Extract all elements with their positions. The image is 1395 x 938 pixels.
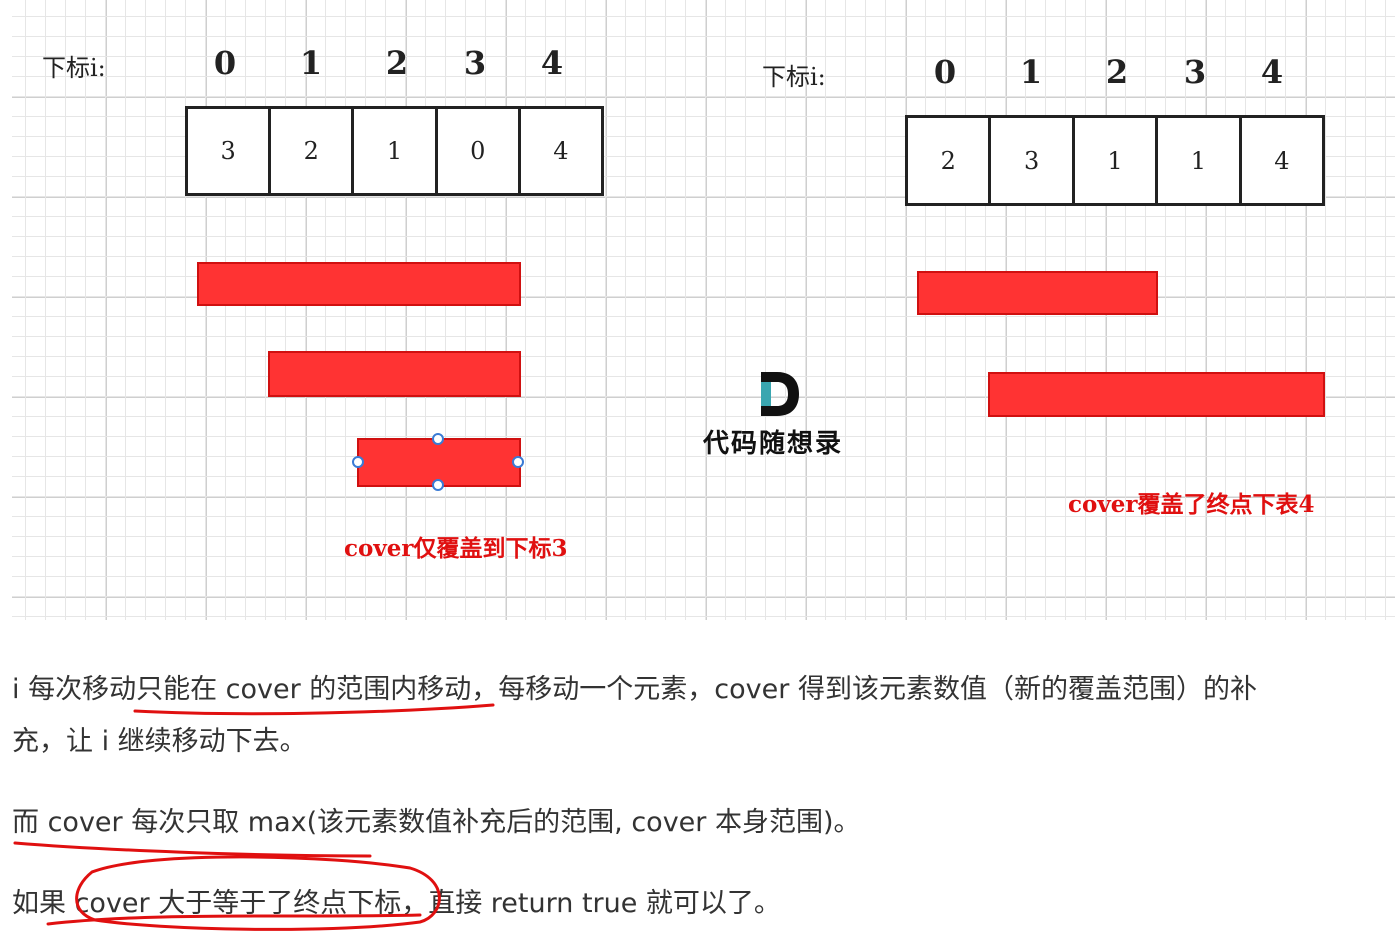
right-coverage-bar-1 [917,271,1158,315]
right-caption: cover覆盖了终点下表4 [1068,491,1315,518]
right-index-0: 0 [933,53,957,91]
logo-text: 代码随想录 [703,429,844,459]
left-array-cell: 0 [438,109,521,193]
left-array-cell: 3 [188,109,272,193]
paragraph-2: 而 cover 每次只取 max(该元素数值补充后的范围, cover 本身范围… [12,807,861,838]
diagram-canvas [12,0,1395,620]
left-index-3: 3 [463,44,487,82]
left-index-2: 2 [385,44,409,82]
right-array-cell: 1 [1075,118,1159,203]
resize-handle-top[interactable] [432,433,444,445]
left-array-cell: 1 [354,109,438,193]
left-caption: cover仅覆盖到下标3 [344,535,568,562]
left-coverage-bar-1 [197,262,521,306]
logo-d-icon [761,372,799,416]
right-index-4: 4 [1260,53,1284,91]
right-index-2: 2 [1105,53,1129,91]
resize-handle-left[interactable] [352,456,364,468]
paragraph-1-line-1: i 每次移动只能在 cover 的范围内移动，每移动一个元素，cover 得到该… [12,674,1257,705]
right-index-3: 3 [1183,53,1207,91]
right-index-label: 下标i: [762,63,826,91]
right-array: 2 3 1 1 4 [905,115,1325,206]
right-coverage-bar-2 [988,372,1325,417]
right-index-1: 1 [1019,53,1043,91]
left-array: 3 2 1 0 4 [185,106,604,196]
left-index-label: 下标i: [42,54,106,82]
left-index-0: 0 [213,44,237,82]
left-array-cell: 4 [553,137,569,165]
left-index-1: 1 [299,44,323,82]
resize-handle-right[interactable] [512,456,524,468]
left-array-cell: 2 [271,109,355,193]
paragraph-3: 如果 cover 大于等于了终点下标，直接 return true 就可以了。 [12,888,781,919]
right-array-cell: 3 [991,118,1075,203]
paragraph-1-line-2: 充，让 i 继续移动下去。 [12,726,307,757]
left-index-4: 4 [540,44,564,82]
right-array-cell: 1 [1158,118,1242,203]
left-coverage-bar-2 [268,351,521,397]
resize-handle-bottom[interactable] [432,479,444,491]
right-array-cell: 4 [1274,146,1290,175]
right-array-cell: 2 [908,118,992,203]
